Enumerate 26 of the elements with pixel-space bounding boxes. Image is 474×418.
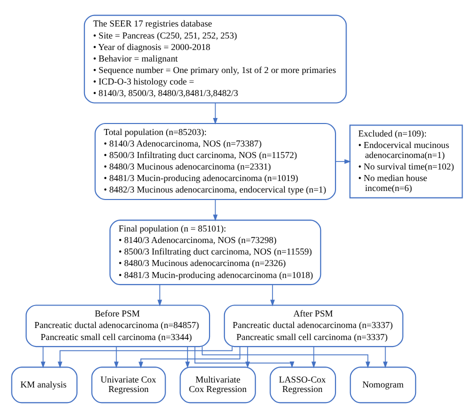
arrow [194, 346, 294, 368]
arrow [383, 346, 388, 368]
arrow [335, 159, 352, 164]
node-box: Multivariate Cox Regression [180, 366, 256, 404]
arrow [270, 284, 275, 306]
arrow [202, 346, 370, 368]
arrow [245, 346, 250, 368]
node-box: Nomogram [350, 366, 416, 404]
node-box: KM analysis [11, 366, 78, 404]
node-box: Excluded (n=109): • Endocervical mucinous adenocarcinoma(n=1) • No survival time(n=102) • No median house income(n=6) [349, 124, 463, 198]
arrow [138, 346, 240, 368]
arrow [213, 199, 218, 222]
node-box: Before PSM Pancreatic ductal adenocarcinoma (n=84857) Pancreatic small cell carcinoma (n=3344) [26, 304, 210, 348]
node-box: Univariate Cox Regression [91, 366, 166, 404]
node-box: After PSM Pancreatic ductal adenocarcinoma (n=3337) Pancreatic small cell carcinoma (n=3337) [224, 304, 404, 348]
node-box: Final population (n = 85101): • 8140/3 Adenocarcinoma, NOS (n=73298) • 8500/3 Infiltrating duct carcinoma, NOS (n=11559) • 8480/3 Mucinous adenocarcinoma (n=2326) • 8481/3 Mucin-producing adenocarcinoma (n=1018) [109, 220, 322, 286]
arrow [213, 102, 218, 125]
arrow [311, 346, 316, 368]
arrow [40, 346, 46, 368]
arrow [185, 346, 190, 368]
node-box: LASSO-Cox Regression [270, 366, 336, 404]
arrow [157, 284, 162, 306]
node-box: The SEER 17 registries database • Site = Pancreas (C250, 251, 252, 253) • Year of diagnosis = 2000-2018 • Behavior = malignant • Sequence number = One primary only, 1st of 2 or more primaries • ICD-O-3 histology code = • 8140/3, 8500/3, 8480/3,8481/3,8482/3 [84, 14, 347, 104]
arrow [114, 346, 119, 368]
arrow [58, 346, 233, 368]
node-box: Total population (n=85203): • 8140/3 Adenocarcinoma, NOS (n=73387) • 8500/3 Infiltrating duct carcinoma, NOS (n=11572) • 8480/3 Mucinous adenocarcinoma (n=2331) • 8481/3 Mucin-producing adenocarcinoma (n=1019) • 8482/3 Mucinous adenocarcinoma, endocervical type (n=1) [94, 122, 336, 200]
